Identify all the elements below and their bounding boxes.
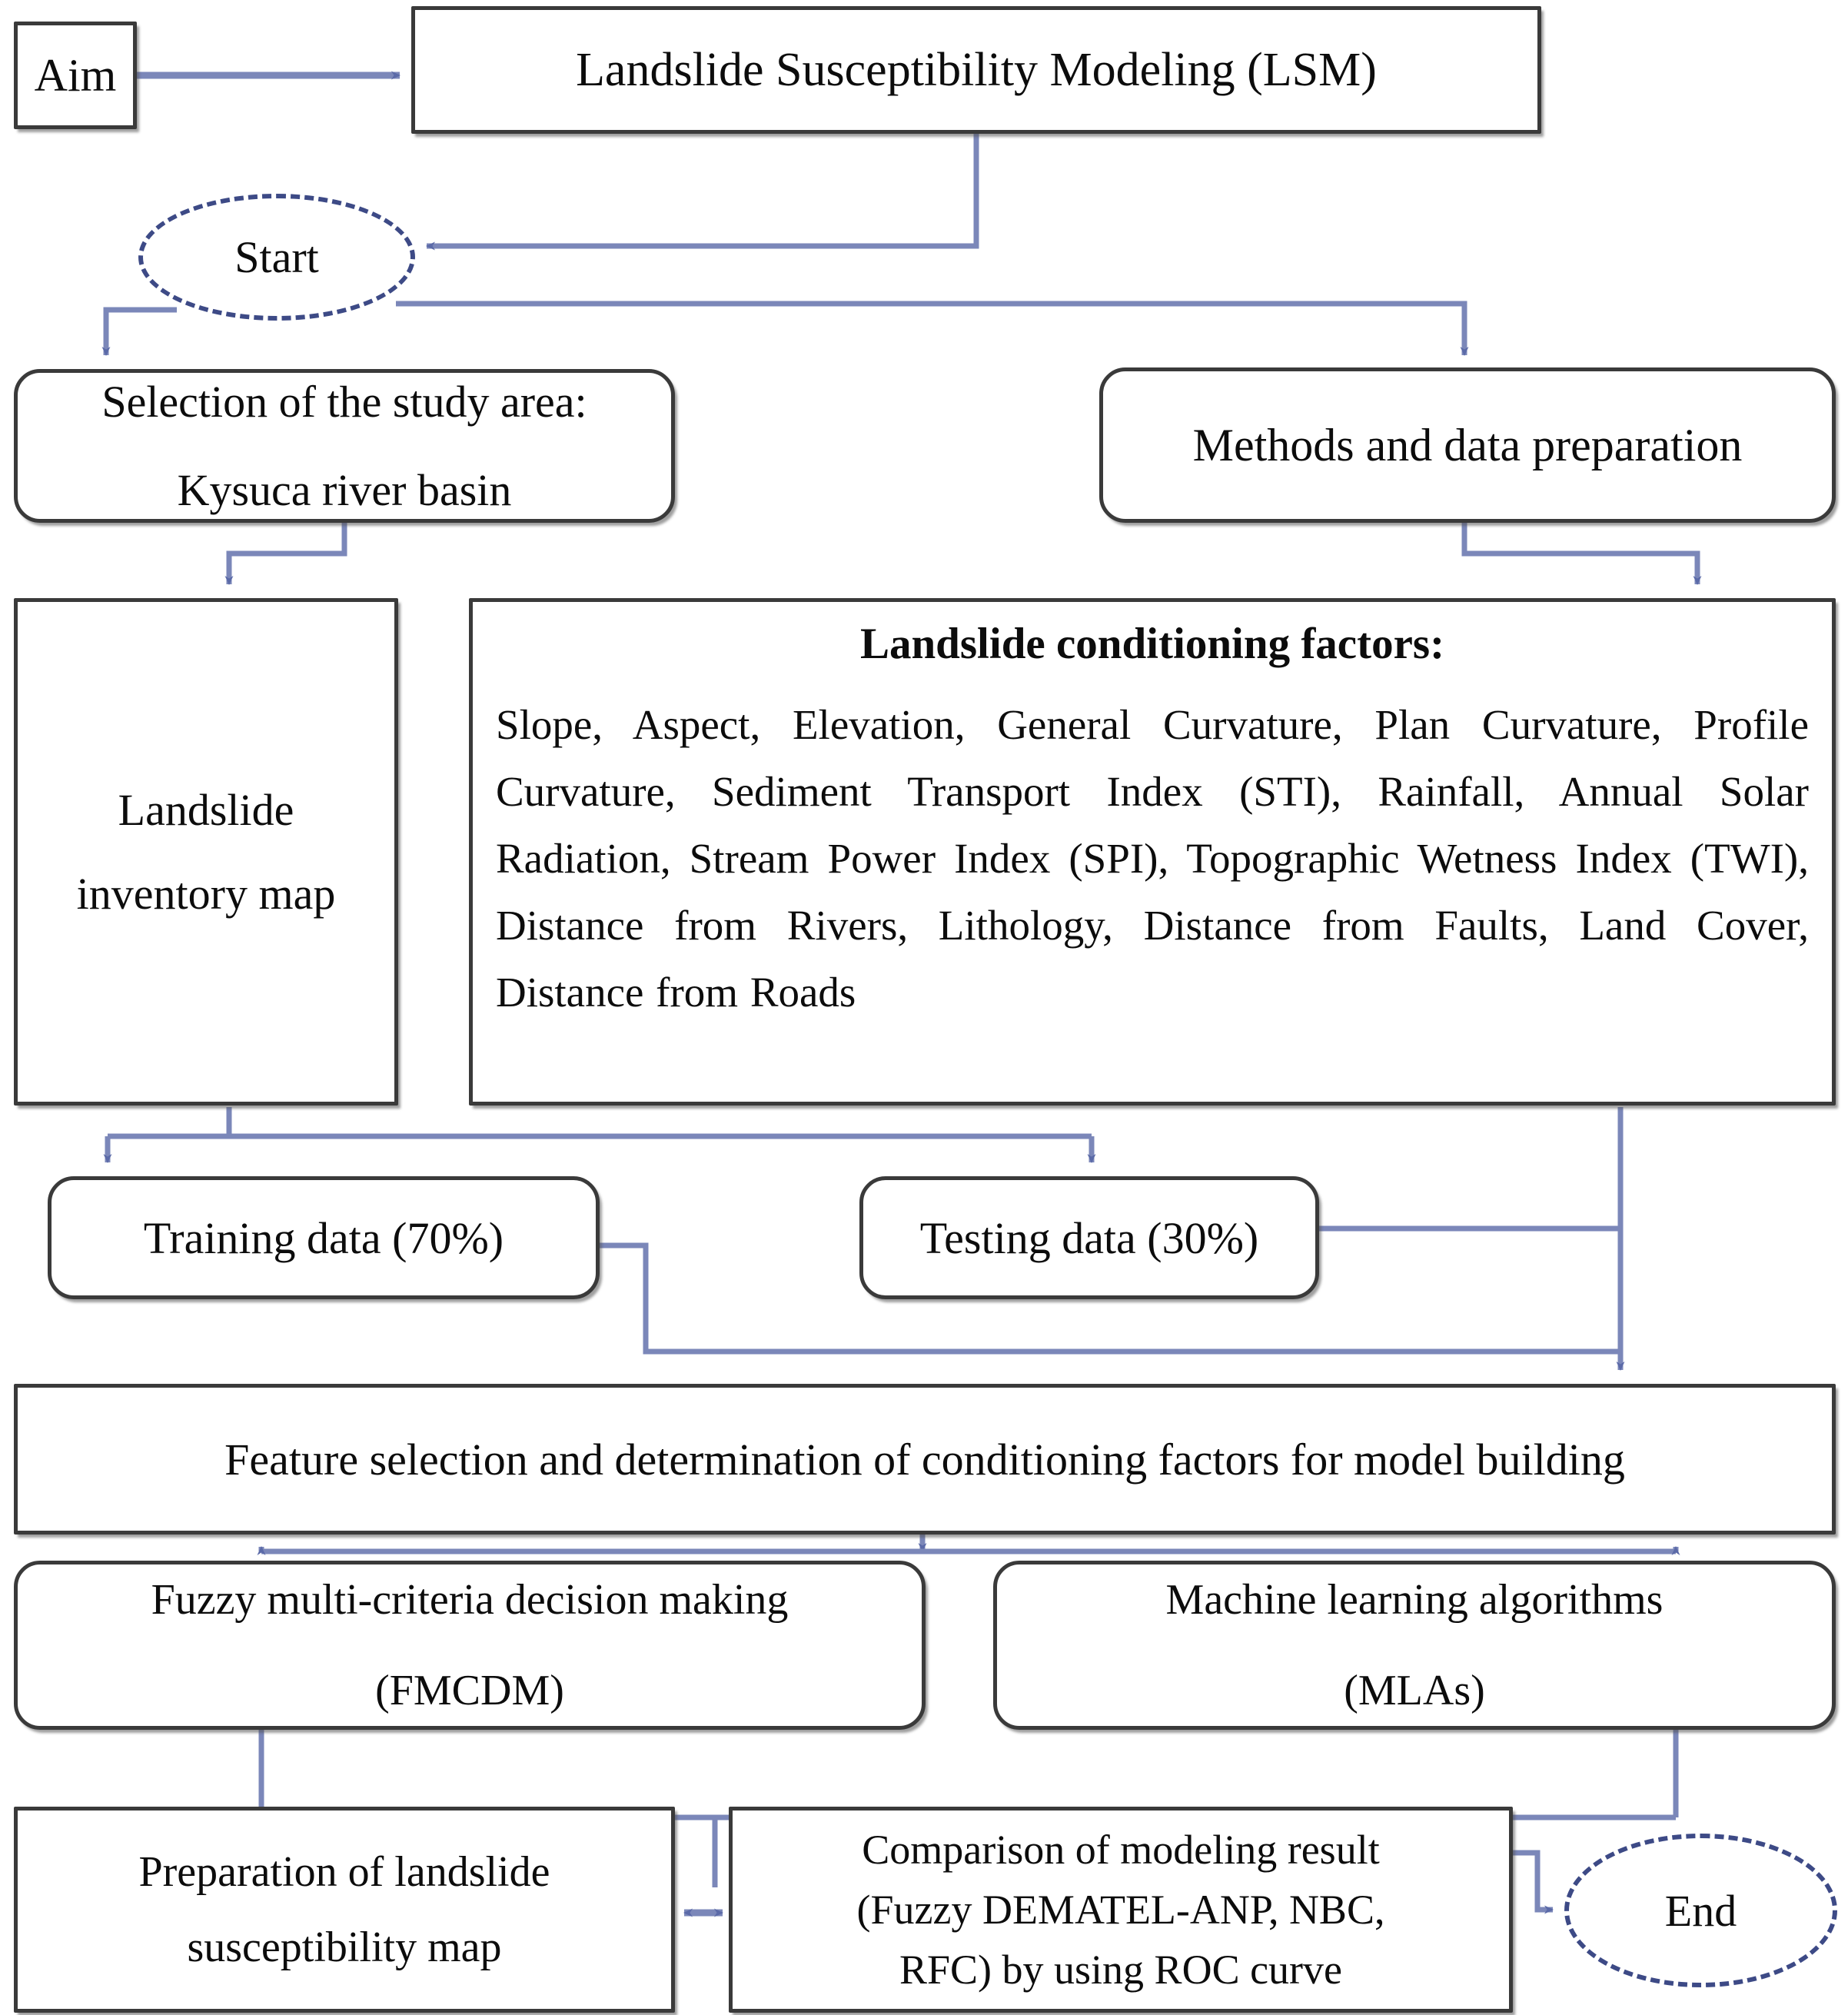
node-comparison[interactable]: Comparison of modeling result (Fuzzy DEM… <box>729 1807 1513 2013</box>
node-lsm[interactable]: Landslide Susceptibility Modeling (LSM) <box>411 6 1541 134</box>
node-conditioning-factors[interactable]: Landslide conditioning factors: Slope, A… <box>469 598 1836 1106</box>
node-feature-selection[interactable]: Feature selection and determination of c… <box>14 1384 1836 1535</box>
node-fmcdm-line2: (FMCDM) <box>375 1667 564 1714</box>
node-study-area-line2: Kysuca river basin <box>177 465 512 515</box>
edge-study-to-inventory <box>224 523 347 585</box>
edge-start-to-study <box>101 307 177 356</box>
node-mlas-line1: Machine learning algorithms <box>1165 1576 1664 1624</box>
node-methods[interactable]: Methods and data preparation <box>1099 367 1836 523</box>
edge-compare-to-end <box>1513 1850 1554 1914</box>
node-preparation-map[interactable]: Preparation of landslide susceptibility … <box>14 1807 675 2013</box>
node-preparation-line2: susceptibility map <box>187 1924 502 1971</box>
node-aim[interactable]: Aim <box>14 22 137 129</box>
node-comparison-line2: (Fuzzy DEMATEL-ANP, NBC, <box>856 1887 1385 1933</box>
node-testing-data-label: Testing data (30%) <box>919 1212 1259 1263</box>
node-end-label: End <box>1664 1885 1737 1936</box>
node-inventory-map[interactable]: Landslide inventory map <box>14 598 398 1106</box>
node-mlas-line2: (MLAs) <box>1344 1667 1485 1714</box>
node-methods-label: Methods and data preparation <box>1192 419 1743 470</box>
edge-lsm-to-start <box>426 134 979 251</box>
node-mlas[interactable]: Machine learning algorithms (MLAs) <box>993 1561 1836 1730</box>
node-inventory-line2: inventory map <box>76 869 336 919</box>
node-study-area[interactable]: Selection of the study area: Kysuca rive… <box>14 369 675 523</box>
node-comparison-line3: RFC) by using ROC curve <box>899 1947 1343 1993</box>
node-start-label: Start <box>234 232 319 282</box>
edge-inventory-split-left <box>108 1107 232 1139</box>
node-end[interactable]: End <box>1564 1834 1837 1987</box>
node-study-area-line1: Selection of the study area: <box>101 377 587 427</box>
factors-body: Slope, Aspect, Elevation, General Curvat… <box>496 701 1809 1016</box>
node-fmcdm[interactable]: Fuzzy multi-criteria decision making (FM… <box>14 1561 926 1730</box>
node-testing-data[interactable]: Testing data (30%) <box>859 1176 1319 1299</box>
node-feature-selection-label: Feature selection and determination of c… <box>224 1434 1625 1485</box>
node-start[interactable]: Start <box>138 194 415 321</box>
node-preparation-line1: Preparation of landslide <box>138 1848 550 1896</box>
node-aim-label: Aim <box>34 49 117 101</box>
node-lsm-label: Landslide Susceptibility Modeling (LSM) <box>576 43 1377 96</box>
factors-title: Landslide conditioning factors: <box>859 620 1445 668</box>
node-training-data[interactable]: Training data (70%) <box>48 1176 600 1299</box>
edge-start-to-methods <box>396 301 1469 356</box>
node-training-data-label: Training data (70%) <box>143 1212 504 1263</box>
node-fmcdm-line1: Fuzzy multi-criteria decision making <box>151 1576 789 1624</box>
edge-methods-to-factors <box>1461 523 1702 585</box>
node-inventory-line1: Landslide <box>118 785 294 835</box>
node-comparison-line1: Comparison of modeling result <box>862 1827 1380 1873</box>
